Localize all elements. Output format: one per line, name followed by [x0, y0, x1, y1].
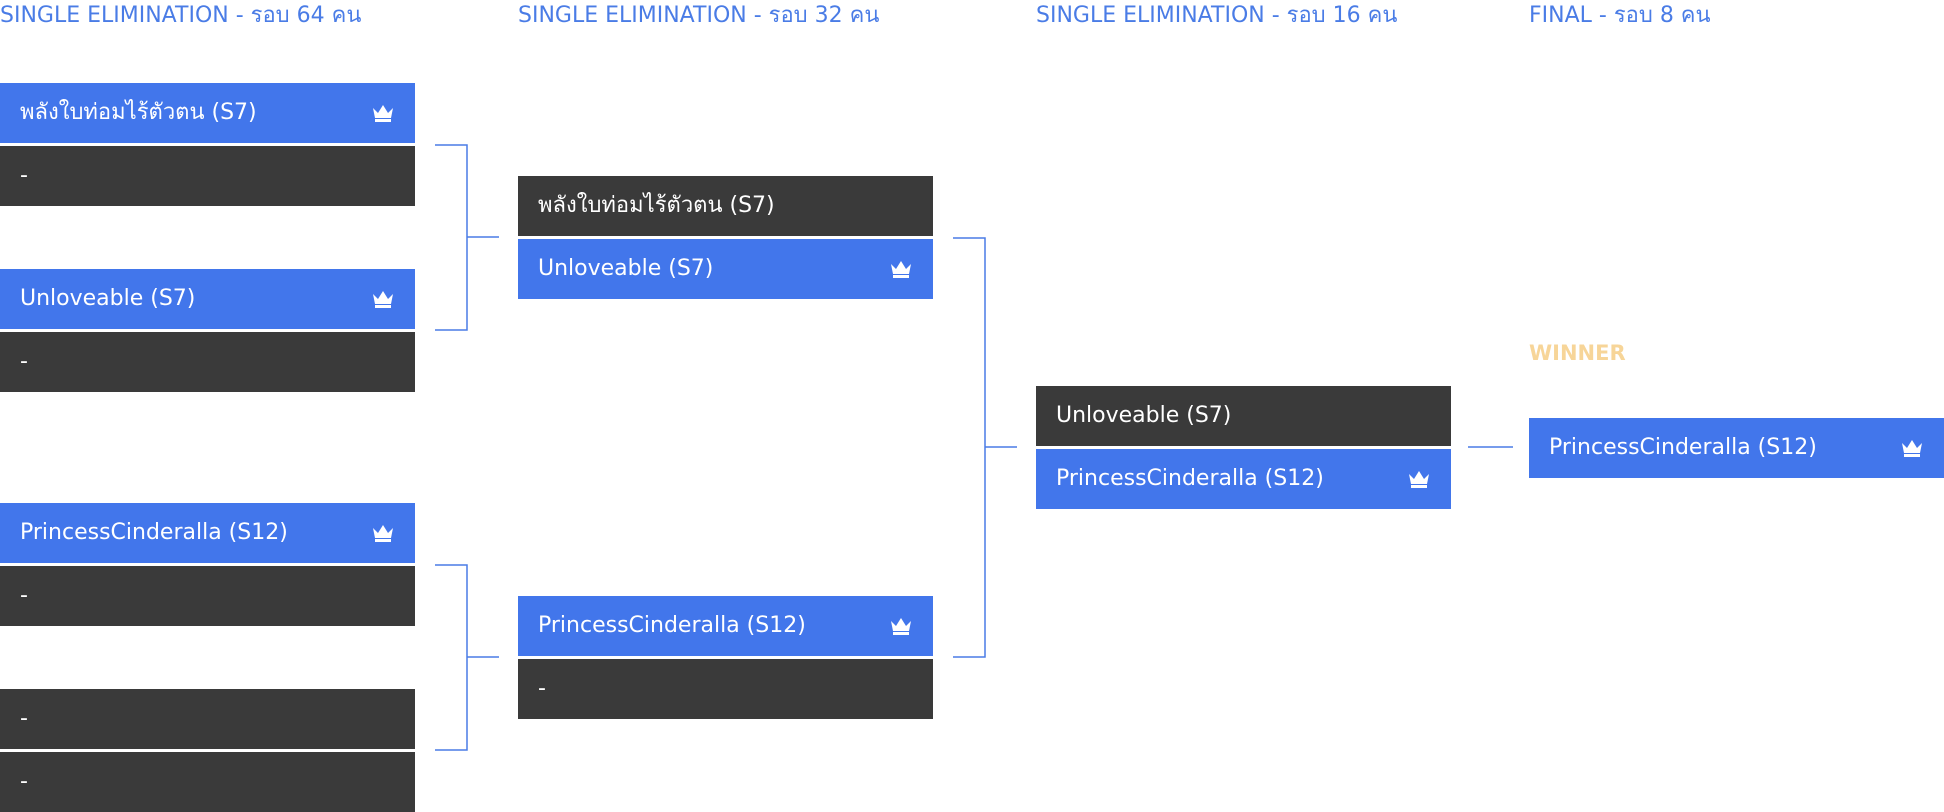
r64-slot-3[interactable]: Unloveable (S7) [0, 269, 415, 329]
crown-icon [1900, 438, 1924, 458]
player-name: - [20, 349, 28, 374]
player-name: Unloveable (S7) [1056, 403, 1232, 428]
player-name: พลังใบท่อมไร้ตัวตน (S7) [20, 100, 257, 125]
r32-slot-1[interactable]: พลังใบท่อมไร้ตัวตน (S7) [518, 176, 933, 236]
final-winner-slot[interactable]: PrincessCinderalla (S12) [1529, 418, 1944, 478]
player-name: PrincessCinderalla (S12) [1549, 435, 1817, 460]
crown-icon [889, 616, 913, 636]
player-name: - [20, 583, 28, 608]
player-name: - [20, 706, 28, 731]
round-64-header: SINGLE ELIMINATION - รอบ 64 คน [0, 3, 362, 28]
round-16-header: SINGLE ELIMINATION - รอบ 16 คน [1036, 3, 1398, 28]
player-name: - [20, 769, 28, 794]
crown-icon [371, 523, 395, 543]
crown-icon [1407, 469, 1431, 489]
r32-slot-4[interactable]: - [518, 659, 933, 719]
crown-icon [371, 289, 395, 309]
round-32-header: SINGLE ELIMINATION - รอบ 32 คน [518, 3, 880, 28]
player-name: PrincessCinderalla (S12) [538, 613, 806, 638]
r64-slot-5[interactable]: PrincessCinderalla (S12) [0, 503, 415, 563]
connector-r32-match [953, 237, 986, 658]
connector-r64-match-1 [435, 144, 468, 331]
connector-r64-match-2 [435, 564, 468, 751]
crown-icon [371, 103, 395, 123]
player-name: PrincessCinderalla (S12) [20, 520, 288, 545]
player-name: พลังใบท่อมไร้ตัวตน (S7) [538, 193, 775, 218]
r32-slot-3[interactable]: PrincessCinderalla (S12) [518, 596, 933, 656]
r64-slot-8[interactable]: - [0, 752, 415, 812]
r16-slot-2[interactable]: PrincessCinderalla (S12) [1036, 449, 1451, 509]
final-header: FINAL - รอบ 8 คน [1529, 3, 1711, 28]
r64-slot-2[interactable]: - [0, 146, 415, 206]
player-name: Unloveable (S7) [20, 286, 196, 311]
r16-slot-1[interactable]: Unloveable (S7) [1036, 386, 1451, 446]
player-name: Unloveable (S7) [538, 256, 714, 281]
r64-slot-4[interactable]: - [0, 332, 415, 392]
player-name: PrincessCinderalla (S12) [1056, 466, 1324, 491]
r64-slot-6[interactable]: - [0, 566, 415, 626]
winner-label: WINNER [1529, 341, 1626, 365]
player-name: - [538, 676, 546, 701]
r64-slot-1[interactable]: พลังใบท่อมไร้ตัวตน (S7) [0, 83, 415, 143]
r64-slot-7[interactable]: - [0, 689, 415, 749]
player-name: - [20, 163, 28, 188]
crown-icon [889, 259, 913, 279]
r32-slot-2[interactable]: Unloveable (S7) [518, 239, 933, 299]
